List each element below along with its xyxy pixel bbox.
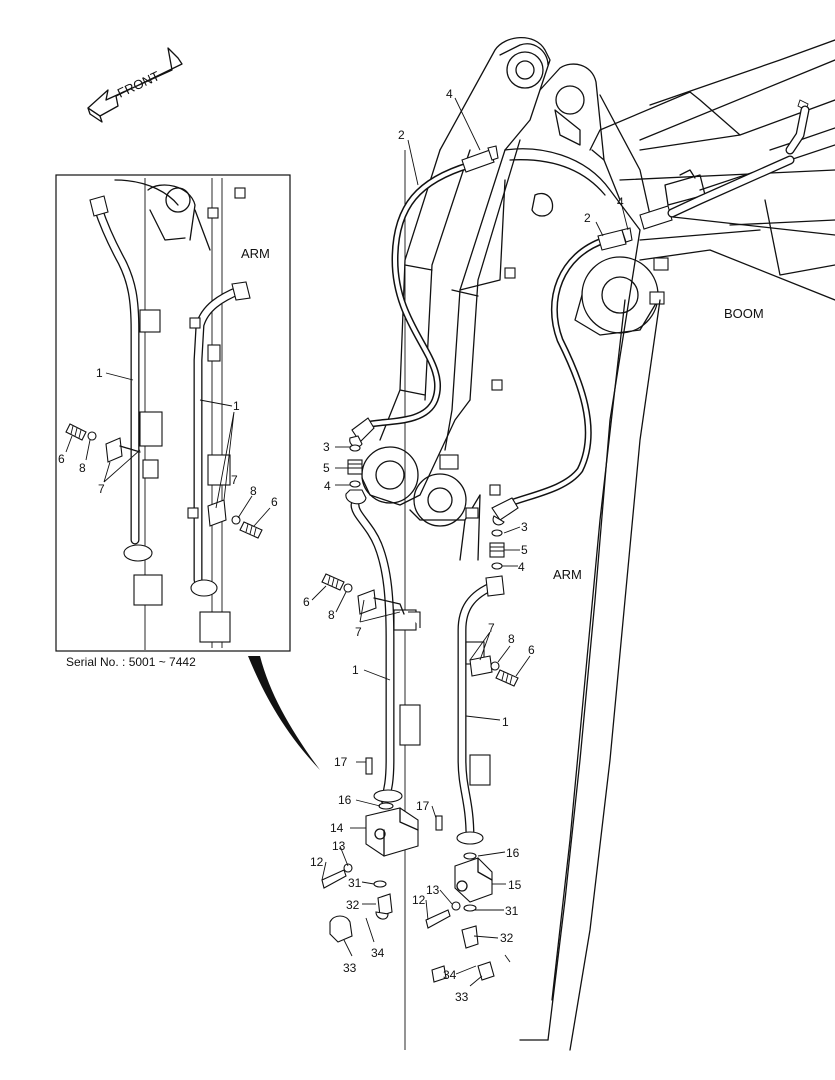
arm-main-label: ARM <box>553 567 582 582</box>
inset-panel <box>55 174 291 652</box>
fitting-stack-right <box>489 529 505 570</box>
callout-32: 32 <box>500 931 514 945</box>
callout-7: 7 <box>355 625 362 639</box>
callout-1: 1 <box>502 715 509 729</box>
boom-structure <box>574 39 835 336</box>
front-label: FRONT <box>115 68 162 101</box>
callout-34: 34 <box>443 968 457 982</box>
pipe-left-main <box>345 489 421 805</box>
valve-block-left <box>321 757 419 943</box>
callouts-inset: 1 1 6 8 7 7 8 6 <box>58 366 278 509</box>
callout-2: 2 <box>584 211 591 225</box>
callout-5: 5 <box>323 461 330 475</box>
callout-14: 14 <box>330 821 344 835</box>
callout-6: 6 <box>303 595 310 609</box>
callout-5: 5 <box>521 543 528 557</box>
callout-6: 6 <box>528 643 535 657</box>
leader-lines <box>65 97 629 987</box>
hose-right <box>491 105 810 526</box>
callout-7: 7 <box>98 482 105 496</box>
boom-label: BOOM <box>724 306 764 321</box>
callout-7: 7 <box>231 473 238 487</box>
callout-4: 4 <box>518 560 525 574</box>
callout-31: 31 <box>348 876 362 890</box>
callout-16: 16 <box>506 846 520 860</box>
callout-13: 13 <box>332 839 346 853</box>
callout-4: 4 <box>446 87 453 101</box>
callout-33: 33 <box>455 990 469 1004</box>
callout-12: 12 <box>412 893 426 907</box>
callout-15: 15 <box>508 878 522 892</box>
callout-1: 1 <box>233 399 240 413</box>
arm-structure <box>361 37 661 1051</box>
callout-4: 4 <box>617 195 624 209</box>
clamp-right-main <box>469 655 519 687</box>
callouts-main: 4 2 2 4 3 5 4 3 5 4 6 8 7 7 8 6 1 1 17 1… <box>303 87 624 1004</box>
callout-8: 8 <box>250 484 257 498</box>
front-arrow-icon: FRONT <box>87 47 183 123</box>
callout-6: 6 <box>271 495 278 509</box>
callout-34: 34 <box>371 946 385 960</box>
callout-8: 8 <box>79 461 86 475</box>
callout-2: 2 <box>398 128 405 142</box>
callout-3: 3 <box>521 520 528 534</box>
callout-1: 1 <box>352 663 359 677</box>
callout-17: 17 <box>334 755 348 769</box>
callout-13: 13 <box>426 883 440 897</box>
callout-33: 33 <box>343 961 357 975</box>
arm-inset-label: ARM <box>241 246 270 261</box>
callout-8: 8 <box>508 632 515 646</box>
callout-17: 17 <box>416 799 430 813</box>
callout-31: 31 <box>505 904 519 918</box>
callout-1: 1 <box>96 366 103 380</box>
valve-block-right <box>425 815 511 983</box>
callout-12: 12 <box>310 855 324 869</box>
hose-left <box>349 145 499 448</box>
inset-pointer <box>248 656 320 770</box>
clamp-left-main <box>321 573 405 615</box>
fitting-stack-left <box>347 444 363 488</box>
callout-6: 6 <box>58 452 65 466</box>
callout-7: 7 <box>488 621 495 635</box>
region-label-group: BOOM ARM ARM Serial No. : 5001 ~ 7442 <box>66 246 764 669</box>
callout-4: 4 <box>324 479 331 493</box>
callout-3: 3 <box>323 440 330 454</box>
callout-8: 8 <box>328 608 335 622</box>
pipe-right-main <box>456 575 505 845</box>
callout-16: 16 <box>338 793 352 807</box>
serial-caption: Serial No. : 5001 ~ 7442 <box>66 655 196 669</box>
callout-32: 32 <box>346 898 360 912</box>
